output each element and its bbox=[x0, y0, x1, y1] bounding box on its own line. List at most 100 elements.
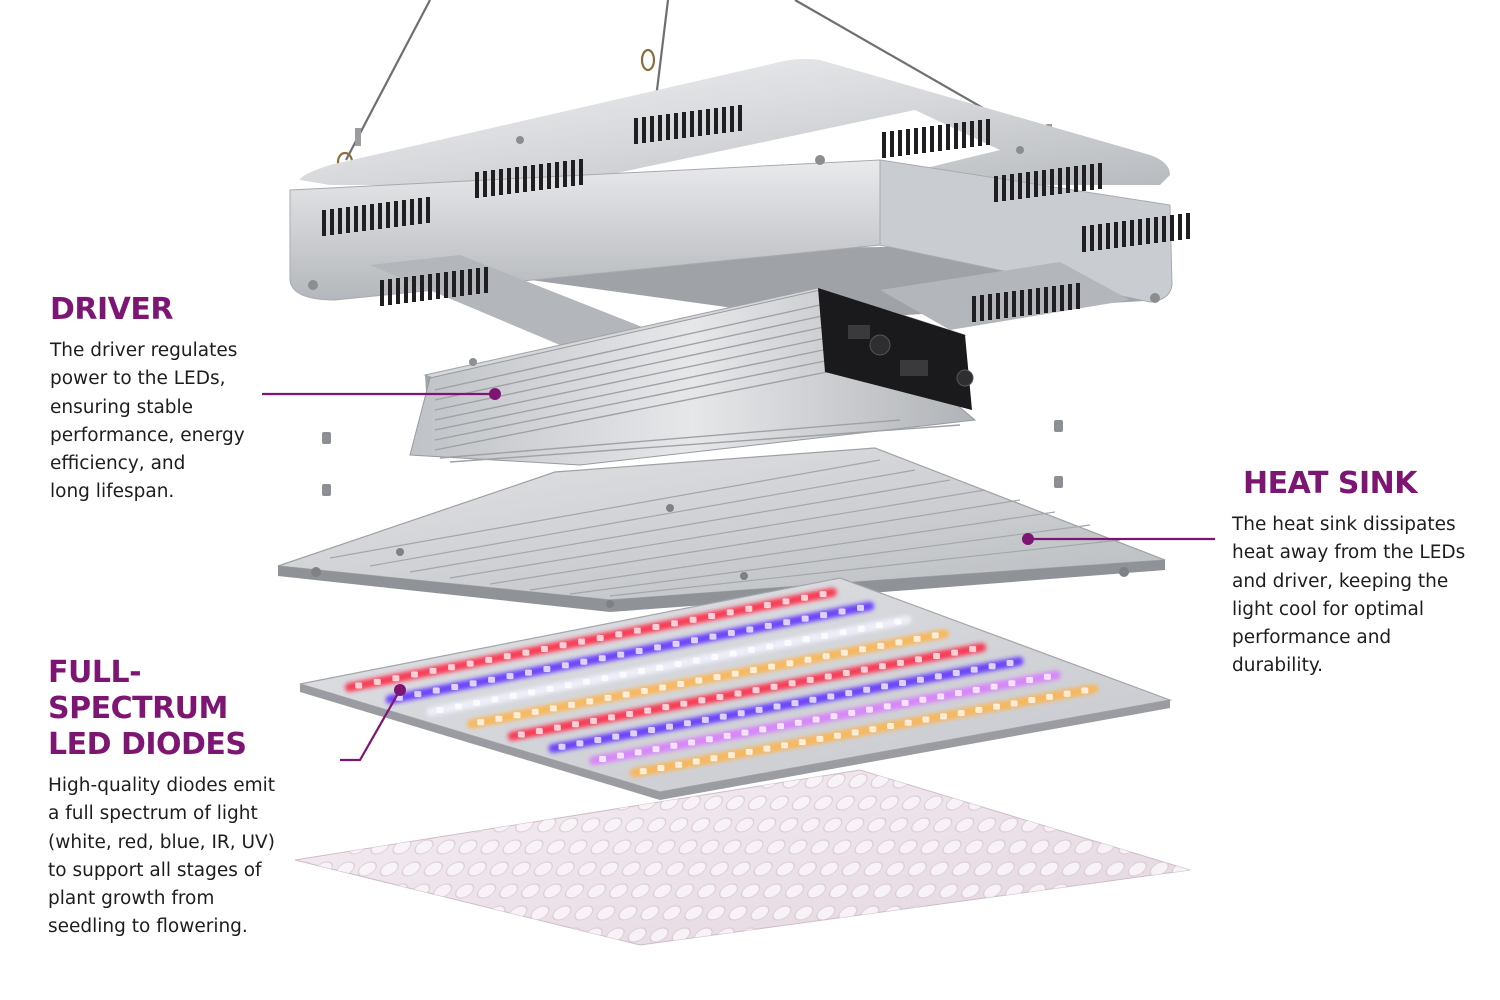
led-diode bbox=[894, 618, 902, 625]
led-diode bbox=[786, 660, 794, 667]
led-diode bbox=[615, 631, 623, 638]
led-diode bbox=[674, 661, 682, 668]
led-diode bbox=[937, 693, 945, 700]
led-diode bbox=[709, 633, 717, 640]
led-diode bbox=[737, 710, 745, 717]
led-diode bbox=[876, 622, 884, 629]
led-diode bbox=[727, 630, 735, 637]
led-diodes-title: FULL-SPECTRUM LED DIODES bbox=[48, 655, 247, 762]
led-diode bbox=[887, 723, 895, 730]
led-diode bbox=[517, 731, 525, 738]
led-diode bbox=[710, 755, 718, 762]
led-diode bbox=[549, 705, 557, 712]
led-diode bbox=[586, 698, 594, 705]
led-diode bbox=[869, 726, 877, 733]
led-diode bbox=[491, 696, 499, 703]
led-diode bbox=[648, 726, 656, 733]
led-diode bbox=[951, 649, 959, 656]
led-diode bbox=[634, 749, 642, 756]
driver-description: The driver regulates power to the LEDs, … bbox=[50, 340, 245, 503]
led-diode bbox=[877, 642, 885, 649]
heat-sink-title: HEAT SINK bbox=[1242, 466, 1418, 501]
led-diode bbox=[594, 737, 602, 744]
led-diode bbox=[1045, 693, 1053, 700]
led-diode bbox=[821, 632, 829, 639]
led-diode bbox=[662, 704, 670, 711]
led-diode bbox=[598, 655, 606, 662]
led-diode bbox=[612, 733, 620, 740]
led-diode bbox=[705, 736, 713, 743]
led-diode bbox=[856, 604, 864, 611]
led-diode bbox=[711, 653, 719, 660]
led-diode bbox=[622, 691, 630, 698]
heat-sink-plate bbox=[277, 447, 1166, 612]
led-diode bbox=[659, 684, 667, 691]
led-diode bbox=[768, 663, 776, 670]
led-diode bbox=[670, 742, 678, 749]
led-diode bbox=[784, 639, 792, 646]
led-diode bbox=[716, 693, 724, 700]
led-diode bbox=[952, 669, 960, 676]
led-diode bbox=[451, 683, 459, 690]
led-diode bbox=[503, 653, 511, 660]
led-diode bbox=[355, 682, 363, 689]
led-diode bbox=[692, 758, 700, 765]
led-diode bbox=[513, 712, 521, 719]
led-diode bbox=[731, 670, 739, 677]
led-diode bbox=[454, 703, 462, 710]
led-diode bbox=[990, 683, 998, 690]
led-diode bbox=[860, 666, 868, 673]
led-diode bbox=[1026, 676, 1034, 683]
led-diode bbox=[578, 638, 586, 645]
led-diode bbox=[553, 724, 561, 731]
led-diode bbox=[506, 673, 514, 680]
led-diode bbox=[429, 667, 437, 674]
led-diode bbox=[777, 723, 785, 730]
led-diode bbox=[564, 682, 572, 689]
led-diode bbox=[741, 729, 749, 736]
led-diode bbox=[755, 706, 763, 713]
led-diode bbox=[626, 711, 634, 718]
led-diode bbox=[698, 697, 706, 704]
led-diode bbox=[783, 619, 791, 626]
led-diode bbox=[599, 755, 607, 762]
led-diode bbox=[812, 716, 820, 723]
led-board bbox=[299, 577, 1173, 800]
led-diode bbox=[604, 694, 612, 701]
led-diode bbox=[954, 690, 962, 697]
led-diode bbox=[865, 706, 873, 713]
led-diode bbox=[830, 713, 838, 720]
led-diode bbox=[410, 671, 418, 678]
led-diode bbox=[745, 605, 753, 612]
led-diode bbox=[656, 664, 664, 671]
led-diode bbox=[596, 634, 604, 641]
led-diode bbox=[719, 713, 727, 720]
led-diode bbox=[590, 717, 598, 724]
led-diode bbox=[639, 768, 647, 775]
led-diode bbox=[988, 663, 996, 670]
led-diode bbox=[601, 675, 609, 682]
led-diode bbox=[791, 700, 799, 707]
led-diode bbox=[802, 636, 810, 643]
led-diode bbox=[689, 616, 697, 623]
led-diode bbox=[819, 591, 827, 598]
led-diode bbox=[640, 687, 648, 694]
led-diode bbox=[477, 719, 485, 726]
led-diode bbox=[414, 691, 422, 698]
led-diode bbox=[827, 693, 835, 700]
lens-panel bbox=[294, 769, 1191, 946]
led-diode bbox=[824, 673, 832, 680]
led-diode bbox=[940, 713, 948, 720]
led-diode bbox=[469, 680, 477, 687]
led-diode bbox=[637, 668, 645, 675]
led-diode bbox=[801, 615, 809, 622]
led-diode bbox=[781, 742, 789, 749]
led-diode bbox=[766, 643, 774, 650]
led-diode bbox=[839, 629, 847, 636]
led-diode bbox=[798, 739, 806, 746]
led-diode bbox=[848, 709, 856, 716]
led-diode bbox=[794, 719, 802, 726]
led-diode bbox=[473, 699, 481, 706]
led-diode bbox=[617, 651, 625, 658]
